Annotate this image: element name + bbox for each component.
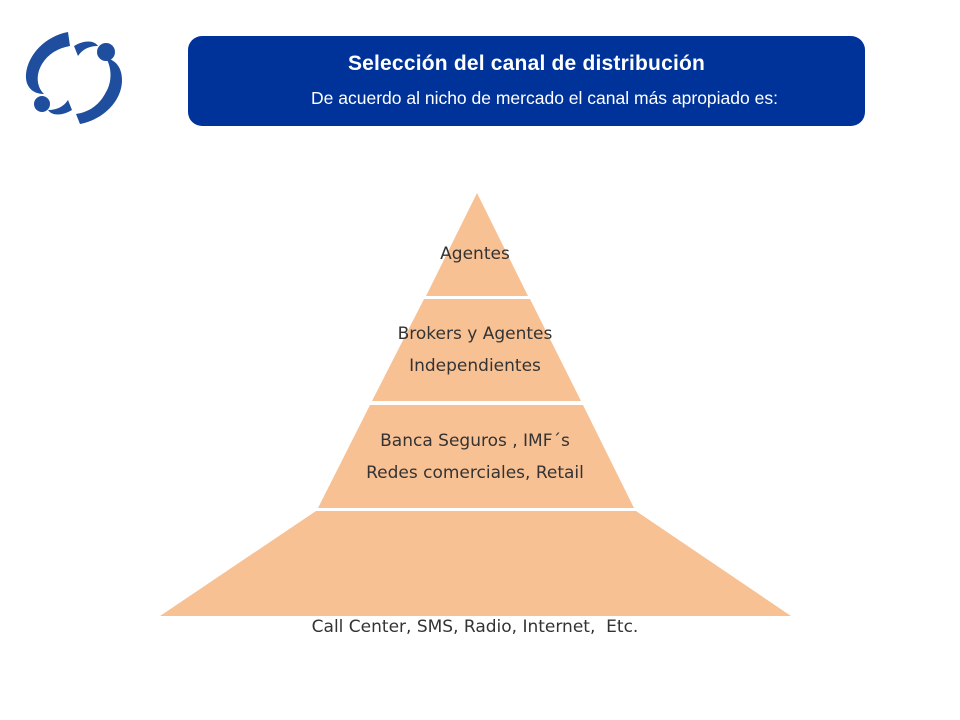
- header-banner: Selección del canal de distribución De a…: [188, 36, 865, 126]
- brand-logo-icon: [25, 32, 122, 124]
- pyramid-tier-2: [372, 299, 581, 401]
- tier-3-line-2: Redes comerciales, Retail: [366, 463, 584, 483]
- tier-2-line-1: Brokers y Agentes: [397, 324, 553, 344]
- pyramid-tier-1: [426, 193, 528, 296]
- page-subtitle: De acuerdo al nicho de mercado el canal …: [311, 88, 778, 108]
- tier-label-banca: Banca Seguros , IMF´s Redes comerciales,…: [0, 425, 950, 489]
- tier-3-line-1: Banca Seguros , IMF´s: [380, 431, 570, 451]
- tier-2-line-2: Independientes: [409, 356, 541, 376]
- tier-4-line-1: Call Center, SMS, Radio, Internet, Etc.: [311, 617, 639, 637]
- page-title: Selección del canal de distribución: [347, 52, 706, 75]
- tier-label-agentes: Agentes: [0, 238, 950, 270]
- pyramid-tier-4: [160, 511, 791, 616]
- tier-label-call-center: Call Center, SMS, Radio, Internet, Etc.: [0, 547, 950, 675]
- tier-label-brokers: Brokers y Agentes Independientes: [0, 318, 950, 382]
- tier-1-line-1: Agentes: [440, 244, 510, 264]
- pyramid-tier-3: [318, 405, 634, 508]
